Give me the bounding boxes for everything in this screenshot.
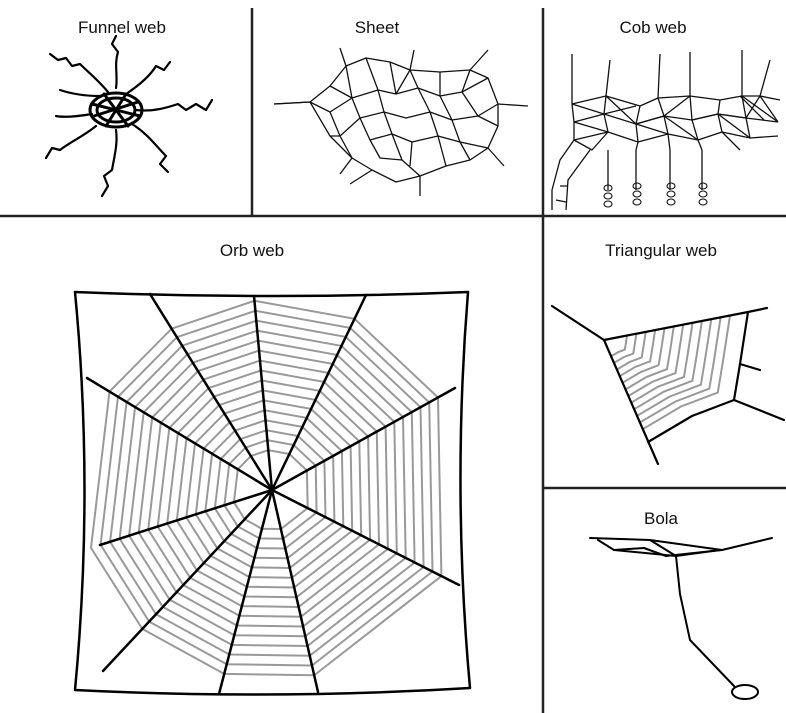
triangular-spiral-thread	[625, 326, 674, 389]
funnel-web-label: Funnel web	[78, 18, 166, 37]
bola-web-label: Bola	[644, 509, 679, 528]
sheet-web-label: Sheet	[355, 18, 400, 37]
orb-web-spiral-threads	[91, 301, 441, 676]
bola-sticky-blob	[732, 685, 758, 699]
cob-web-drawing	[552, 50, 780, 210]
cob-web-label: Cob web	[619, 18, 686, 37]
triangular-web-label: Triangular web	[605, 241, 717, 260]
triangular-web-drawing	[552, 306, 784, 464]
bola-drawing	[590, 538, 772, 699]
sheet-web-drawing	[274, 48, 528, 196]
triangular-web-spiral-threads	[611, 316, 730, 430]
orb-web-drawing	[75, 292, 470, 695]
orb-web-label: Orb web	[220, 241, 284, 260]
funnel-web-drawing	[46, 36, 212, 196]
